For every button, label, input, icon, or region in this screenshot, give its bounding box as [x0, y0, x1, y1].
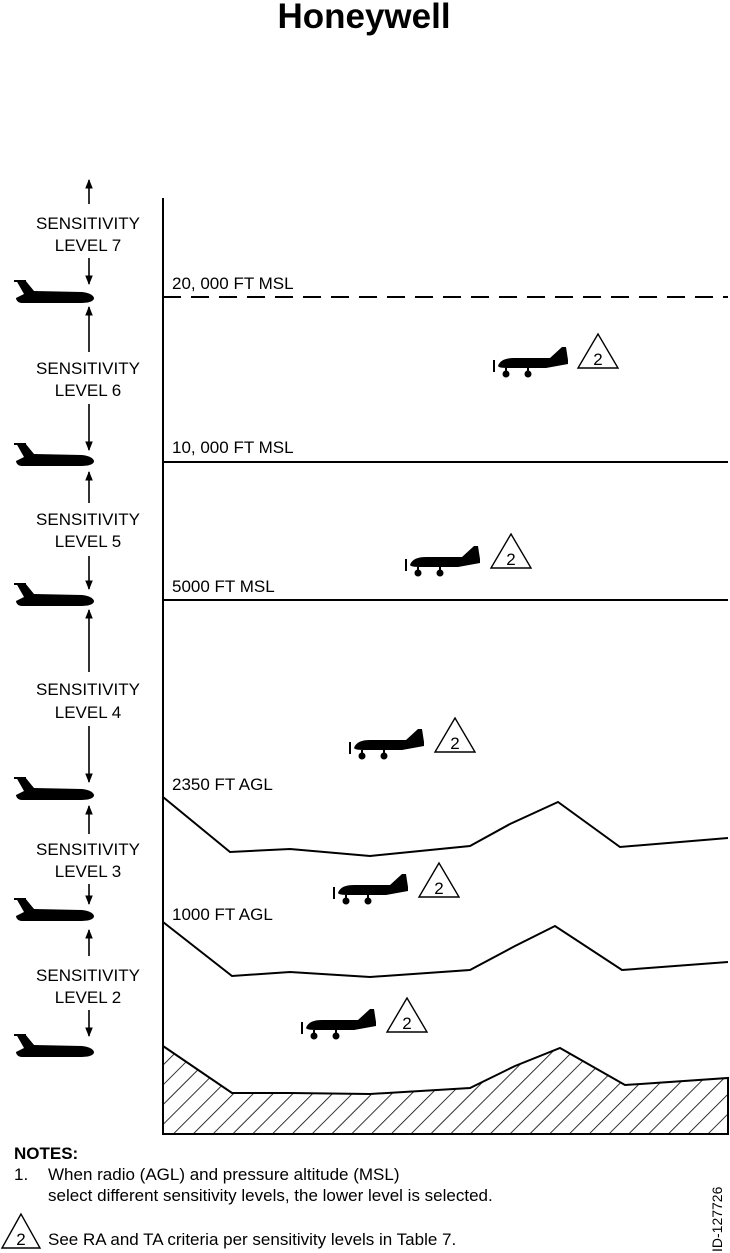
intruder-aircraft-group: 2 [405, 532, 533, 578]
sensitivity-label: SENSITIVITY [36, 359, 140, 378]
sensitivity-label: SENSITIVITY [36, 840, 140, 859]
intruder-aircraft-icon [405, 545, 481, 578]
intruder-aircraft-group: 2 [349, 716, 477, 761]
note-2-triangle [385, 996, 429, 1033]
sensitivity-label: SENSITIVITY [36, 966, 140, 985]
sensitivity-level-label: LEVEL 6 [55, 381, 121, 400]
note-2-marker: 2 [434, 879, 443, 898]
altitude-label-20000-msl: 20, 000 FT MSL [172, 274, 294, 293]
own-aircraft-icon [14, 583, 94, 606]
note-2-marker: 2 [402, 1014, 411, 1033]
note-2-triangle [417, 861, 461, 898]
own-aircraft-icon [14, 777, 94, 800]
sensitivity-label: SENSITIVITY [36, 510, 140, 529]
note-2-marker: 2 [16, 1230, 25, 1249]
notes-title: NOTES: [14, 1144, 78, 1163]
note-2-text: See RA and TA criteria per sensitivity l… [48, 1230, 456, 1249]
intruder-aircraft-icon [301, 1008, 377, 1041]
honeywell-logo: Honeywell [277, 0, 450, 36]
notes-section: NOTES: 1. When radio (AGL) and pressure … [0, 1144, 493, 1249]
note-2-triangle [0, 1212, 42, 1249]
altitude-line-1000-agl [162, 921, 729, 979]
note-2-triangle [576, 332, 620, 369]
note-2-marker: 2 [506, 550, 515, 569]
altitude-label-2350-agl: 2350 FT AGL [172, 775, 273, 794]
sensitivity-label: SENSITIVITY [36, 214, 140, 233]
own-aircraft-icon [14, 898, 94, 921]
intruder-aircraft-group: 2 [301, 996, 429, 1041]
note-2-marker: 2 [593, 350, 602, 369]
own-aircraft-icon [14, 1034, 94, 1057]
sensitivity-label: SENSITIVITY [36, 680, 140, 699]
altitude-line-2350-agl [162, 796, 729, 858]
altitude-label-1000-agl: 1000 FT AGL [172, 905, 273, 924]
sensitivity-band-5: SENSITIVITY LEVEL 5 [36, 471, 140, 590]
sensitivity-band-7: SENSITIVITY LEVEL 7 [36, 179, 140, 285]
note-2-marker: 2 [450, 734, 459, 753]
sensitivity-level-label: LEVEL 4 [55, 703, 121, 722]
note-1-line-2: select different sensitivity levels, the… [48, 1186, 493, 1205]
sensitivity-band-2: SENSITIVITY LEVEL 2 [36, 929, 140, 1037]
altitude-label-10000-msl: 10, 000 FT MSL [172, 438, 294, 457]
intruder-aircraft-group: 2 [333, 861, 461, 906]
sensitivity-level-label: LEVEL 7 [55, 236, 121, 255]
figure-id: ID-127726 [709, 1186, 725, 1252]
sensitivity-level-label: LEVEL 5 [55, 532, 121, 551]
intruder-aircraft-group: 2 [493, 332, 620, 379]
altitude-label-5000-msl: 5000 FT MSL [172, 577, 275, 596]
sensitivity-band-6: SENSITIVITY LEVEL 6 [36, 306, 140, 451]
note-2-triangle [489, 532, 533, 569]
intruder-aircraft-icon [349, 728, 425, 761]
note-2-triangle [433, 716, 477, 753]
own-aircraft-icon [14, 443, 94, 466]
sensitivity-level-label: LEVEL 3 [55, 862, 121, 881]
own-aircraft-icon [14, 280, 94, 303]
intruder-aircraft-icon [493, 346, 569, 379]
sensitivity-level-label: LEVEL 2 [55, 988, 121, 1007]
sensitivity-band-4: SENSITIVITY LEVEL 4 [36, 609, 140, 783]
intruder-aircraft-icon [333, 873, 409, 906]
note-1-number: 1. [14, 1165, 28, 1184]
sensitivity-band-3: SENSITIVITY LEVEL 3 [36, 805, 140, 905]
terrain-hatched [162, 1044, 729, 1135]
note-1-line-1: When radio (AGL) and pressure altitude (… [48, 1165, 400, 1184]
